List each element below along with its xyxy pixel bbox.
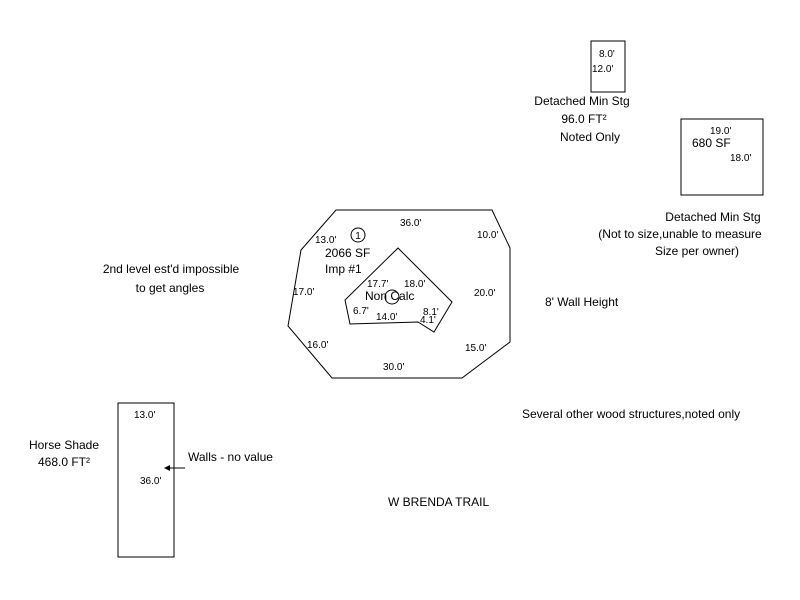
main-dim-bottom: 30.0' xyxy=(383,362,404,373)
detached-large-note-line1: (Not to size,unable to measure xyxy=(598,227,762,241)
detached-large-dim-height: 18.0' xyxy=(730,153,751,164)
detached-large-outline xyxy=(680,118,764,196)
main-dim-top-right: 10.0' xyxy=(477,230,498,241)
detached-small-area: 96.0 FT² xyxy=(561,112,606,126)
horse-shade-title: Horse Shade xyxy=(29,438,99,452)
detached-small-dim-length: 12.0' xyxy=(592,64,613,75)
detached-large-area: 680 SF xyxy=(692,136,731,150)
detached-storage-large: 19.0' 680 SF 18.0' Detached Min Stg (Not… xyxy=(598,118,764,258)
non-calc-dim-bottom: 14.0' xyxy=(376,312,397,323)
improvement-marker-circle xyxy=(350,227,366,243)
second-level-note-line2: to get angles xyxy=(136,281,205,295)
detached-large-title: Detached Min Stg xyxy=(665,210,760,224)
non-calc-dim-upper-right: 18.0' xyxy=(404,279,425,290)
main-dim-left: 17.0' xyxy=(293,287,314,298)
walls-pointer-arrowhead xyxy=(164,465,170,471)
walls-note: Walls - no value xyxy=(188,450,273,464)
detached-small-title: Detached Min Stg xyxy=(534,94,629,108)
second-level-note-line1: 2nd level est'd impossible xyxy=(103,262,240,276)
sketch-notes: 2nd level est'd impossible to get angles… xyxy=(103,262,740,509)
horse-shade-outline xyxy=(117,402,175,558)
other-structures-note: Several other wood structures,noted only xyxy=(522,407,740,421)
horse-shade: 13.0' 36.0' Horse Shade 468.0 FT² Walls … xyxy=(29,402,273,558)
main-building: 1 2066 SF Imp #1 36.0' 13.0' 10.0' 17.0'… xyxy=(287,209,511,379)
non-calc-area: Non Calc 17.7' 18.0' 6.7' 14.0' 8.1' 4.1… xyxy=(344,247,453,333)
non-calc-dim-right-a: 8.1' xyxy=(423,307,439,318)
non-calc-marker-circle xyxy=(384,289,400,305)
main-dim-right: 20.0' xyxy=(474,288,495,299)
wall-height-note: 8' Wall Height xyxy=(545,295,619,309)
main-dim-top: 36.0' xyxy=(400,218,421,229)
main-dim-bottom-right: 15.0' xyxy=(465,343,486,354)
detached-small-outline xyxy=(590,40,626,93)
non-calc-outline xyxy=(344,247,453,333)
street-name: W BRENDA TRAIL xyxy=(388,495,489,509)
horse-shade-dim-width: 13.0' xyxy=(134,410,155,421)
detached-small-note: Noted Only xyxy=(560,130,620,144)
non-calc-dim-right-b: 4.1' xyxy=(420,315,436,326)
detached-large-note-line2: Size per owner) xyxy=(655,244,739,258)
horse-shade-dim-length: 36.0' xyxy=(140,476,161,487)
main-building-outline xyxy=(287,209,511,379)
detached-large-dim-width: 19.0' xyxy=(710,126,731,137)
detached-small-dim-width: 8.0' xyxy=(599,49,615,60)
non-calc-dim-left: 6.7' xyxy=(353,306,369,317)
main-dim-bottom-left: 16.0' xyxy=(307,340,328,351)
horse-shade-area: 468.0 FT² xyxy=(38,455,90,469)
improvement-marker-number: 1 xyxy=(355,231,361,242)
non-calc-dim-upper-left: 17.7' xyxy=(367,279,388,290)
main-dim-top-left: 13.0' xyxy=(315,235,336,246)
detached-storage-small: 8.0' 12.0' Detached Min Stg 96.0 FT² Not… xyxy=(534,40,630,144)
main-building-area: 2066 SF xyxy=(325,246,370,260)
non-calc-label: Non Calc xyxy=(365,289,414,303)
main-building-imp: Imp #1 xyxy=(325,262,362,276)
